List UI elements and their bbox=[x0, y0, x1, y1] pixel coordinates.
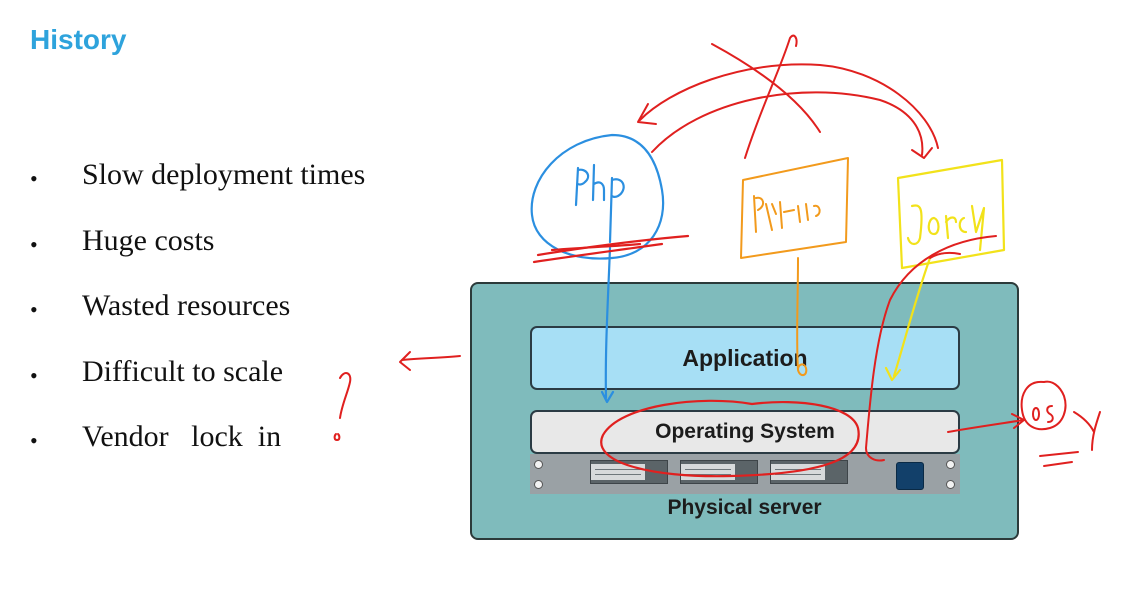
python-annotation bbox=[740, 157, 849, 376]
swap-arrows-annotation bbox=[637, 34, 939, 159]
power-button-icon bbox=[896, 462, 924, 490]
application-layer: Application bbox=[530, 326, 960, 390]
bullet-item: • Wasted resources bbox=[30, 289, 365, 355]
bullet-item: • Huge costs bbox=[30, 224, 365, 290]
bullet-text: Huge costs bbox=[82, 223, 215, 257]
os-circle-annotation bbox=[600, 399, 860, 478]
screw-icon bbox=[946, 460, 955, 469]
screw-icon bbox=[946, 480, 955, 489]
bullet-text: Slow deployment times bbox=[82, 158, 366, 191]
bullet-dot: • bbox=[30, 231, 38, 257]
java-annotation bbox=[884, 158, 1006, 382]
bullet-dot: • bbox=[30, 362, 38, 388]
slide-title: History bbox=[30, 24, 127, 55]
bullet-text: Vendor lock in bbox=[82, 420, 282, 453]
bullet-item: • Vendor lock in bbox=[30, 420, 365, 486]
question-annotation bbox=[333, 351, 461, 441]
screw-icon bbox=[534, 460, 543, 469]
php-annotation bbox=[530, 133, 665, 404]
physical-server-label: Physical server bbox=[667, 496, 822, 519]
physical-server-diagram: Application Operating System Physical se… bbox=[470, 282, 1019, 540]
bullet-list: • Slow deployment times • Huge costs • Wast… bbox=[30, 158, 365, 486]
strike-annotation bbox=[532, 234, 690, 264]
bullet-dot: • bbox=[30, 297, 38, 322]
bullet-text: Difficult to scale bbox=[82, 354, 284, 388]
os-to-os-annotation bbox=[947, 380, 1101, 467]
bullet-item: • Difficult to scale bbox=[30, 355, 365, 421]
bullet-dot: • bbox=[30, 428, 38, 453]
screw-icon bbox=[534, 480, 543, 489]
bullet-dot: • bbox=[30, 166, 38, 191]
java-to-os-annotation bbox=[865, 235, 997, 462]
bullet-text: Wasted resources bbox=[82, 289, 291, 322]
bullet-item: • Slow deployment times bbox=[30, 158, 365, 224]
